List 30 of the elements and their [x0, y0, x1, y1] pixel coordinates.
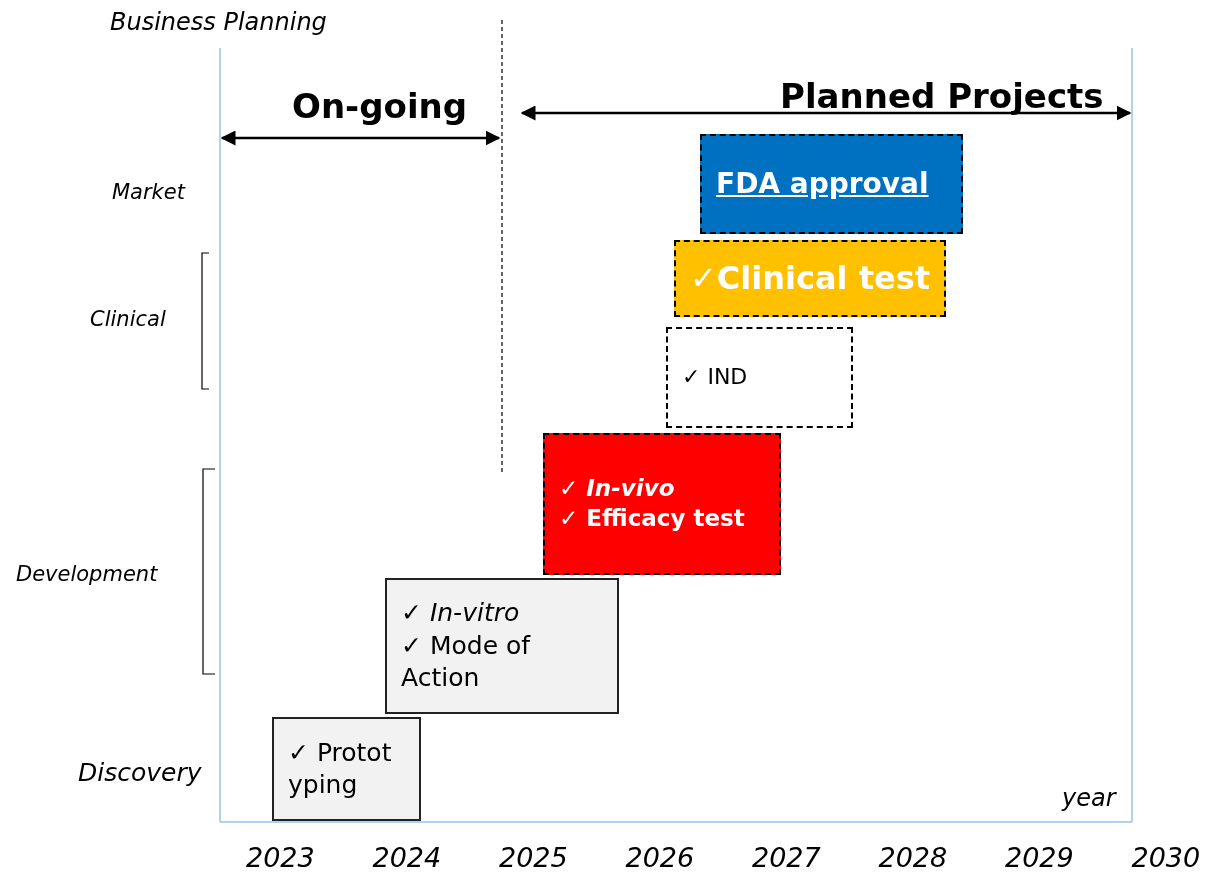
year-label: 2027: [752, 842, 821, 873]
milestone-text: ✓ Efficacy test: [559, 504, 746, 533]
year-label: 2030: [1131, 842, 1201, 873]
stage-label: Development: [16, 562, 158, 586]
milestone-text: ✓ In-vivo: [559, 474, 676, 504]
year-label: 2023: [246, 842, 315, 873]
axis-title: Business Planning: [110, 8, 327, 36]
milestone-text: ✓ Mode of Action: [401, 629, 532, 695]
milestone-box: [385, 578, 619, 714]
milestone-text: FDA approval: [716, 165, 930, 202]
milestone-box: [666, 327, 853, 428]
milestone-text: ✓ In-vitro: [401, 597, 521, 630]
stage-label: Discovery: [78, 758, 202, 787]
axis-label: year: [1062, 784, 1116, 812]
stage-label: Clinical: [90, 307, 166, 331]
year-label: 2024: [372, 842, 442, 873]
milestone-box: [543, 433, 781, 575]
milestone-box: [700, 134, 963, 234]
milestone-box: [674, 240, 946, 317]
milestone-text: ✓ IND: [682, 363, 749, 392]
milestone-text: ✓Clinical test: [690, 257, 930, 299]
span-label: On-going: [292, 86, 468, 126]
year-label: 2026: [625, 842, 695, 873]
stage-label: Market: [112, 180, 185, 204]
year-label: 2028: [878, 842, 948, 873]
year-label: 2025: [499, 842, 568, 873]
span-label: Planned Projects: [780, 76, 1104, 116]
year-label: 2029: [1005, 842, 1074, 873]
milestone-text: ✓ Protot yping: [288, 736, 393, 801]
milestone-box: [272, 717, 421, 821]
